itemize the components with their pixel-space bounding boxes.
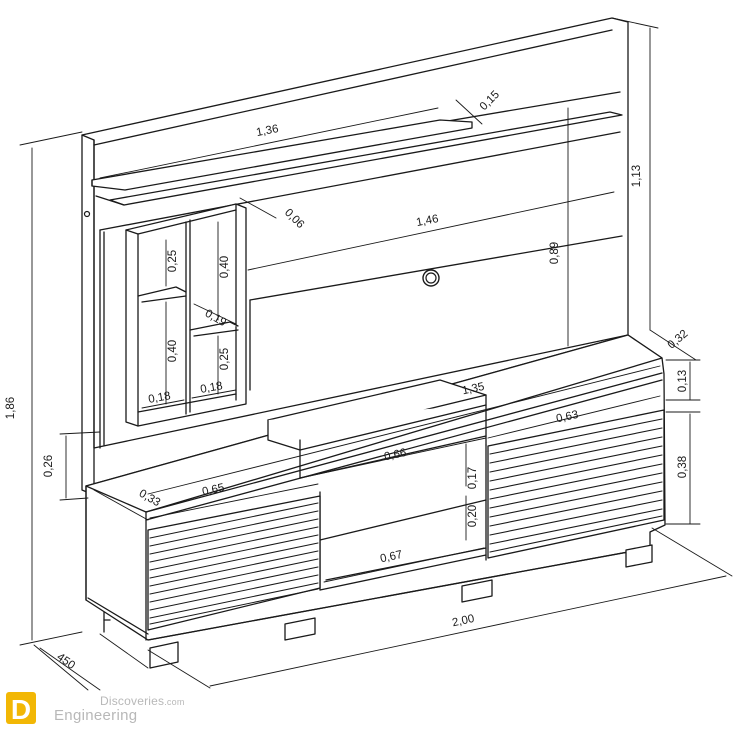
- dim-cubby-width-left: 0,18: [147, 390, 171, 406]
- dim-drawer-height: 0,17: [467, 467, 479, 489]
- dim-total-height: 1,86: [5, 397, 17, 419]
- dim-cubby-lower-left: 0,40: [167, 340, 179, 362]
- cable-hole: [422, 269, 440, 287]
- logo-mark: D: [6, 692, 36, 725]
- watermark-site-suffix: .com: [164, 697, 185, 707]
- watermark-site: Discoveries.com: [100, 694, 185, 708]
- dim-cubby-width-right: 0,18: [199, 380, 223, 396]
- dim-panel-height: 1,13: [631, 165, 643, 187]
- right-door-slats: [487, 409, 665, 559]
- dim-rack-top-width: 1,35: [461, 381, 485, 397]
- side-screw: [83, 210, 91, 218]
- dim-niche-height: 0,20: [467, 505, 479, 527]
- dim-panel-width: 1,46: [415, 213, 439, 229]
- dim-bottom-niche-width: 0,67: [379, 549, 403, 565]
- dim-base-depth: 450: [54, 651, 77, 672]
- dim-rack-top-thickness: 0,13: [677, 370, 689, 392]
- dim-total-width: 2,00: [451, 613, 475, 629]
- dim-cubby-lower-right: 0,25: [219, 348, 231, 370]
- dimension-lines: [19, 17, 733, 691]
- dim-drawer-width: 0,66: [383, 447, 407, 463]
- watermark-site-name: Discoveries: [100, 694, 165, 708]
- dim-right-door-width: 0,63: [555, 409, 579, 425]
- left-door-slats: [147, 495, 321, 631]
- dim-tv-area-height: 0,89: [549, 242, 561, 264]
- dim-right-height: 0,38: [677, 456, 689, 478]
- cubby-unit: [125, 203, 247, 427]
- logo-letter: D: [11, 694, 31, 725]
- top-shelf: [91, 111, 623, 206]
- watermark: Discoveries.com Engineering: [4, 688, 204, 732]
- dim-left-width: 0,65: [201, 482, 225, 498]
- dim-cubby-upper-left: 0,25: [167, 250, 179, 272]
- dim-cubby-upper-right: 0,40: [219, 256, 231, 278]
- dim-top-shelf-width: 1,36: [255, 123, 279, 139]
- watermark-name: Engineering: [54, 707, 138, 724]
- dim-wall-gap: 0,26: [43, 455, 55, 477]
